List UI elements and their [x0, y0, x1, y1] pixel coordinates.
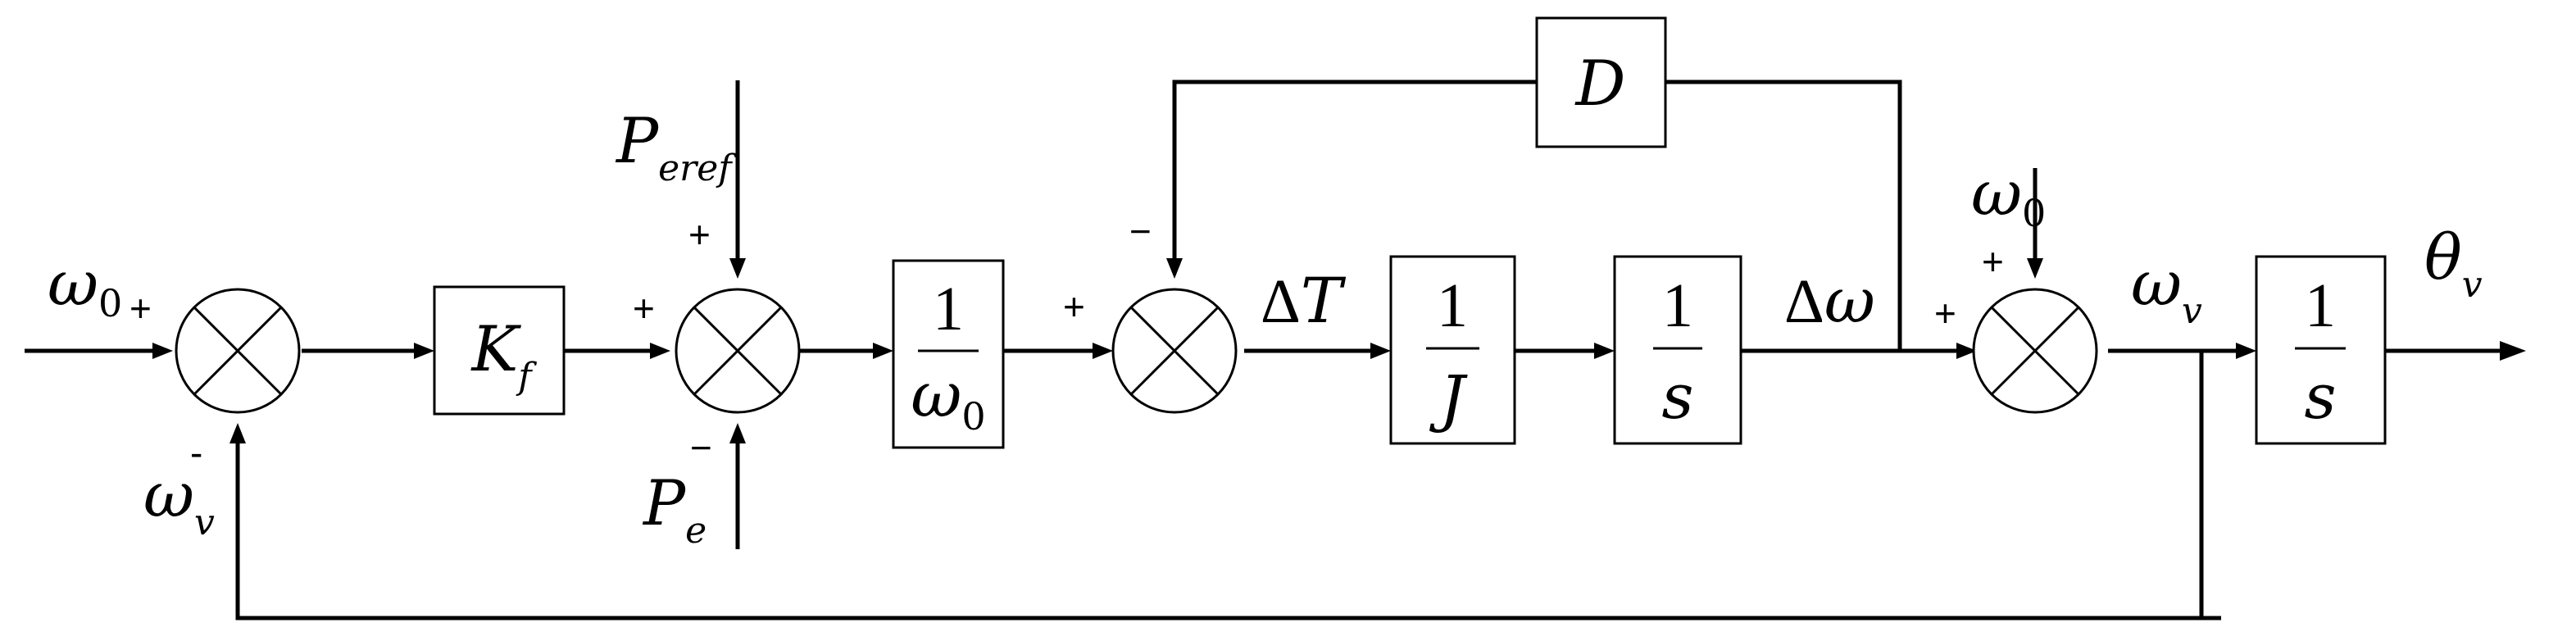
label-omega0-add: ω0 [1971, 157, 2046, 235]
label-delta-omega: Δω [1784, 264, 1875, 337]
label-omega-v: ωv [2131, 247, 2202, 332]
arrowhead-sum4-in [1956, 343, 1977, 359]
sign-sum1-feedback: - [190, 431, 202, 474]
label-omega0-input: ω0 [48, 247, 122, 325]
arrowhead-inv-j-in [1370, 343, 1391, 359]
arrowhead-kf-in [414, 343, 434, 359]
arrowhead-inv-omega0-in [873, 343, 893, 359]
block-damping: D [1535, 16, 1667, 148]
label-theta-v: θv [2424, 220, 2483, 306]
svg-text:ω0: ω0 [911, 358, 985, 439]
sign-sum3-left: + [1063, 285, 1085, 328]
omega-v-feedback-path [235, 351, 2204, 621]
sign-sum2-left: + [633, 287, 655, 330]
block-inv-j: 1 J [1389, 255, 1516, 445]
int2-numerator: 1 [2305, 271, 2336, 340]
summing-junction-4 [1972, 288, 2098, 414]
sign-sum4-left: + [1934, 292, 1956, 334]
summing-junction-2 [675, 288, 801, 414]
int1-denominator: s [1661, 360, 1693, 433]
arrowhead-int1-in [1594, 343, 1615, 359]
inv-omega0-numerator: 1 [933, 275, 964, 343]
sign-sum4-top: + [1982, 240, 2004, 283]
inv-omega0-den: ω [911, 358, 961, 431]
sign-sum3-damping: − [1129, 210, 1152, 252]
block-kf: Kf [433, 285, 566, 416]
arrowhead-output [2500, 341, 2526, 361]
signal-lines [25, 80, 2508, 621]
arrowhead-sum1-bottom [229, 423, 246, 443]
block-integrator-1: 1 s [1613, 255, 1742, 445]
label-omega-v-feedback: ωv [143, 458, 215, 543]
sign-sum2-bottom: − [690, 426, 712, 469]
arrowhead-sum3-top [1166, 258, 1183, 279]
arrowhead-int2-in [2236, 343, 2256, 359]
sign-sum1-input: + [129, 287, 152, 330]
damping-label: D [1574, 47, 1626, 120]
damping-feedback-path [1665, 80, 1902, 351]
arrowhead-sum2-top [729, 258, 746, 279]
block-inv-omega0: 1 ω0 [892, 259, 1005, 449]
kf-main: K [470, 312, 521, 385]
damping-to-sum3-path [1172, 80, 1537, 258]
arrowheads [152, 258, 2526, 443]
arrowhead-sum2-in [650, 343, 670, 359]
int1-numerator: 1 [1662, 271, 1693, 340]
label-p-e: Pe [642, 466, 706, 552]
arrowhead-sum3-in [1093, 343, 1113, 359]
label-delta-t: ΔT [1261, 264, 1347, 337]
arrowhead-sum2-bottom [729, 423, 746, 443]
summing-junction-3 [1111, 288, 1238, 414]
inv-j-numerator: 1 [1437, 271, 1468, 340]
sign-sum2-top: + [688, 213, 711, 256]
label-p-eref: Peref [615, 104, 737, 189]
block-integrator-2: 1 s [2255, 255, 2387, 445]
arrowhead-sum4-top [2027, 258, 2043, 279]
int2-denominator: s [2304, 360, 2336, 433]
inv-omega0-den-sub: 0 [961, 394, 985, 439]
summing-junction-1 [175, 288, 301, 414]
arrowhead-sum1-in [152, 343, 173, 359]
